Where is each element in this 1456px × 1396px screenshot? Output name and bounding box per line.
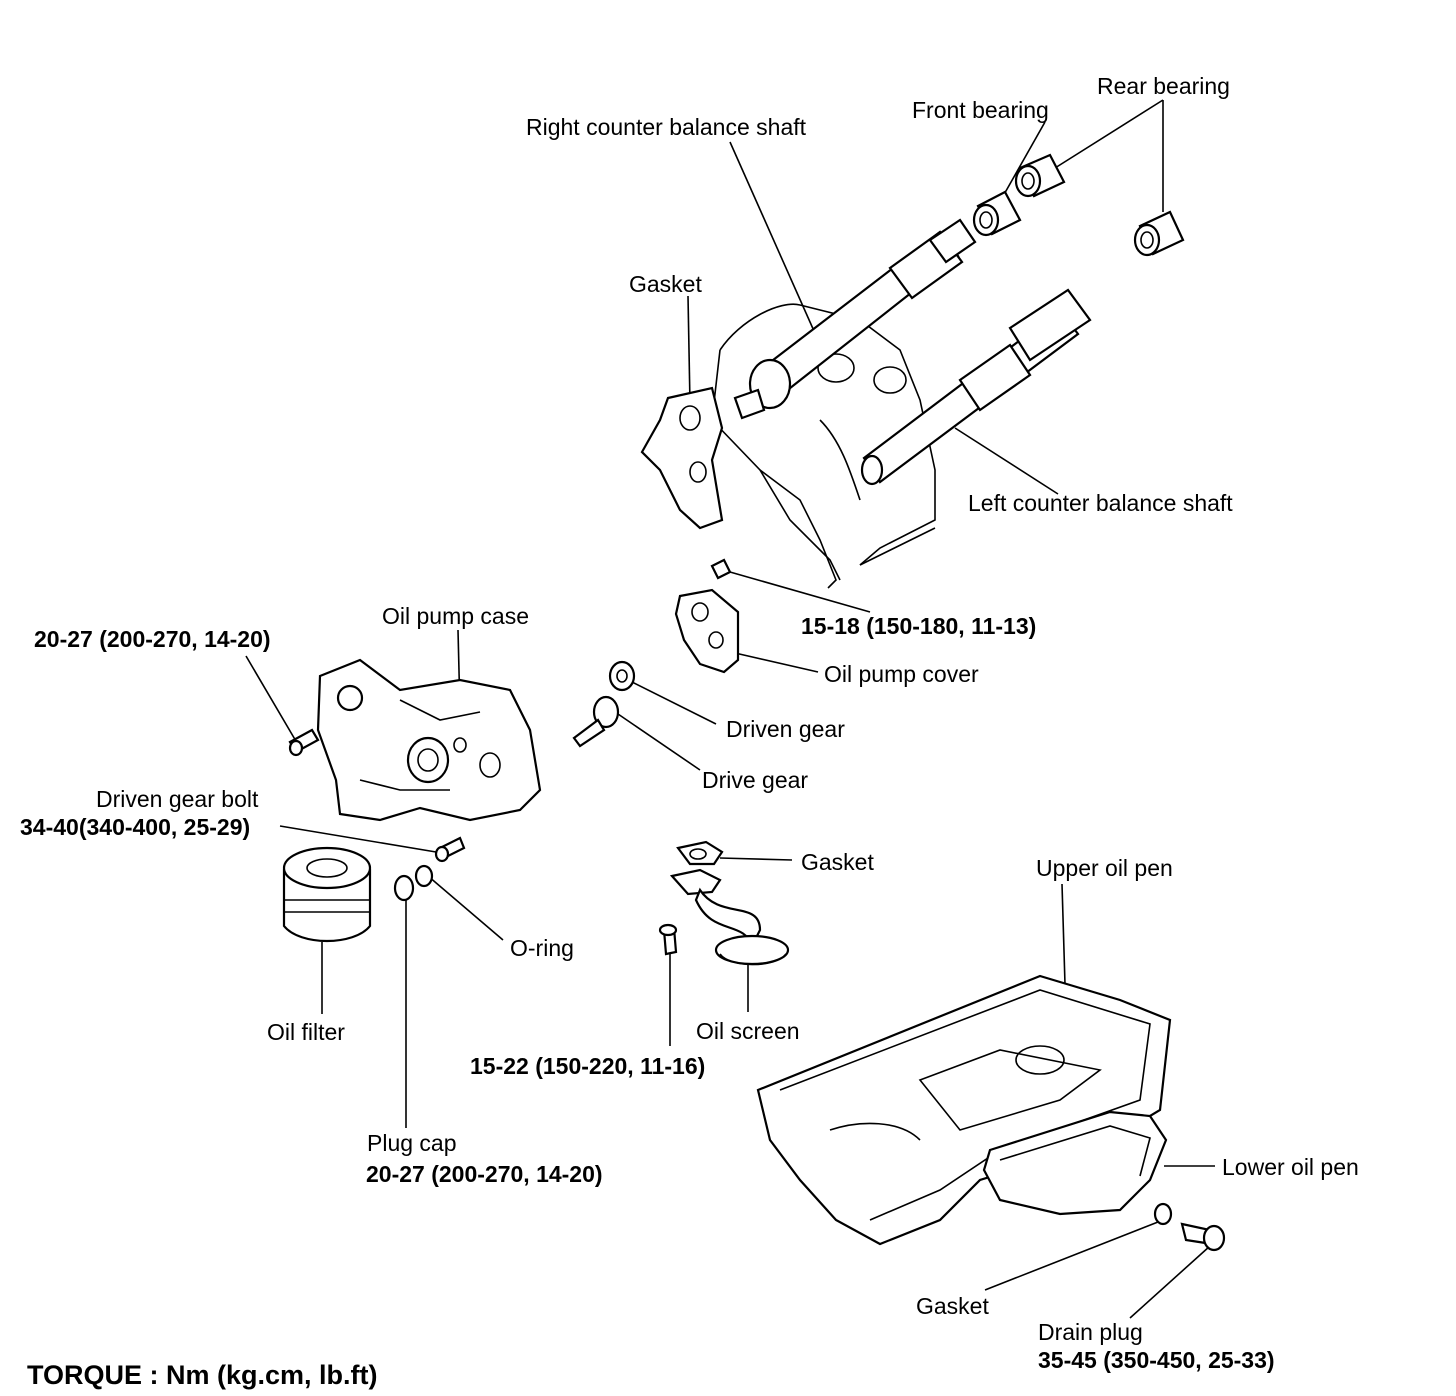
label-gasket-top: Gasket	[629, 271, 702, 297]
drain-gasket	[1153, 1202, 1173, 1226]
label-torque-oil-screen: 15-22 (150-220, 11-16)	[470, 1053, 706, 1079]
oil-filter	[282, 846, 372, 942]
driven-gear-bolt	[434, 836, 466, 863]
leader-lines	[245, 99, 1215, 1319]
driven-gear	[608, 660, 636, 692]
rear-bearing-upper	[1014, 153, 1066, 198]
oil-screen-bolt	[658, 923, 678, 956]
label-torque-plug-cap: 20-27 (200-270, 14-20)	[366, 1161, 603, 1187]
label-torque-oil-pump-cover: 15-18 (150-180, 11-13)	[801, 613, 1037, 639]
rear-bearing-lower	[1133, 210, 1185, 257]
label-oil-filter: Oil filter	[267, 1019, 345, 1045]
drain-plug	[1180, 1222, 1226, 1252]
label-o-ring: O-ring	[510, 935, 574, 961]
label-oil-pump-case: Oil pump case	[382, 603, 530, 629]
lower-oil-pan	[982, 1110, 1168, 1216]
plug-cap	[393, 874, 415, 902]
label-upper-oil-pen: Upper oil pen	[1036, 855, 1173, 881]
right-counter-balance-shaft	[733, 218, 977, 420]
front-bearing	[972, 190, 1022, 237]
label-torque-driven-gear-bolt: 34-40(340-400, 25-29)	[20, 814, 251, 840]
oil-screen	[669, 868, 790, 966]
oil-pump-case-bolt	[288, 728, 320, 757]
label-drive-gear: Drive gear	[702, 767, 809, 793]
label-gasket-drain: Gasket	[916, 1293, 989, 1319]
upper-oil-pan	[756, 974, 1172, 1246]
label-gasket-screen: Gasket	[801, 849, 874, 875]
oil-screen-gasket	[676, 840, 724, 866]
label-drain-plug: Drain plug	[1038, 1319, 1143, 1345]
label-driven-gear-bolt: Driven gear bolt	[96, 786, 259, 812]
torque-legend: TORQUE : Nm (kg.cm, lb.ft)	[27, 1360, 378, 1390]
label-left-counter-balance-shaft: Left counter balance shaft	[968, 490, 1233, 516]
label-oil-pump-cover: Oil pump cover	[824, 661, 979, 687]
o-ring	[414, 864, 434, 888]
label-torque-oil-pump-case: 20-27 (200-270, 14-20)	[34, 626, 271, 652]
label-right-counter-balance-shaft: Right counter balance shaft	[526, 114, 807, 140]
drive-gear	[572, 695, 620, 748]
left-counter-balance-shaft	[860, 288, 1092, 486]
label-plug-cap: Plug cap	[367, 1130, 457, 1156]
label-lower-oil-pen: Lower oil pen	[1222, 1154, 1359, 1180]
label-rear-bearing: Rear bearing	[1097, 73, 1230, 99]
label-front-bearing: Front bearing	[912, 97, 1049, 123]
label-oil-screen: Oil screen	[696, 1018, 800, 1044]
label-driven-gear: Driven gear	[726, 716, 845, 742]
label-torque-drain-plug: 35-45 (350-450, 25-33)	[1038, 1347, 1275, 1373]
oil-pump-cover	[674, 558, 740, 674]
top-gasket	[640, 386, 837, 589]
oil-pump-case	[316, 658, 542, 822]
